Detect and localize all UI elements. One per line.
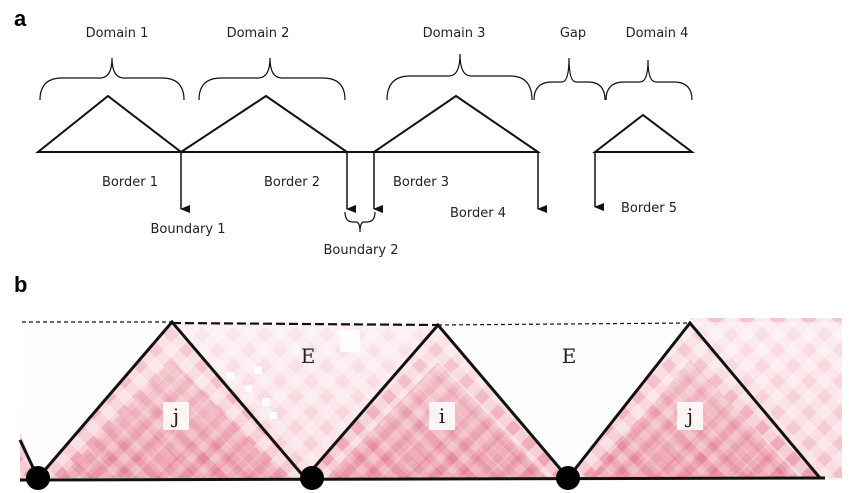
domain-1-brace (39, 57, 185, 101)
tad-j-left-triangle (36, 319, 307, 479)
panel-b-letter: b (14, 272, 27, 297)
panel-a: a Domain 1 Domain 2 Domain 3 Gap Domain … (14, 6, 695, 258)
boundary-2-label: Boundary 2 (323, 243, 398, 258)
top-dashed-line-right (437, 322, 691, 326)
tad-j-left-label: j (171, 404, 179, 428)
border-3-label: Border 3 (393, 175, 449, 190)
domain-3-label: Domain 3 (423, 26, 486, 41)
domain-4-label: Domain 4 (626, 26, 689, 41)
domain-1-triangle (35, 94, 184, 153)
domain-4-triangle (592, 113, 695, 153)
tad-i-triangle (303, 322, 570, 479)
panel-a-letter: a (14, 6, 27, 31)
domain-1-label: Domain 1 (86, 26, 149, 41)
boundary-dot-1 (26, 466, 50, 490)
domain-3-triangle (370, 94, 542, 153)
domain-2-triangle (177, 94, 351, 153)
gap-e-left-label: E (301, 344, 316, 368)
boundary-dot-2 (300, 466, 324, 490)
boundary-dot-3 (556, 466, 580, 490)
hic-heatmap (20, 318, 842, 480)
tad-i-label: i (439, 404, 445, 428)
boundary-2-brace (344, 211, 376, 233)
tad-j-right-label: j (685, 404, 693, 428)
border-4-label: Border 4 (450, 206, 506, 221)
domain-2-brace (198, 57, 346, 101)
top-dashed-line-center (171, 321, 439, 327)
domain-2-label: Domain 2 (227, 26, 290, 41)
boundary-1-label: Boundary 1 (150, 222, 225, 237)
gap-brace (533, 57, 606, 101)
panel-b: b (14, 272, 842, 490)
baseline (19, 476, 826, 482)
border-2-label: Border 2 (264, 175, 320, 190)
gap-label: Gap (560, 26, 586, 41)
domain-4-brace (605, 59, 693, 101)
tad-j-right-triangle (566, 320, 822, 479)
domain-3-brace (386, 53, 533, 101)
border-5-label: Border 5 (621, 201, 677, 216)
border-1-label: Border 1 (102, 175, 158, 190)
gap-e-right-label: E (562, 344, 577, 368)
